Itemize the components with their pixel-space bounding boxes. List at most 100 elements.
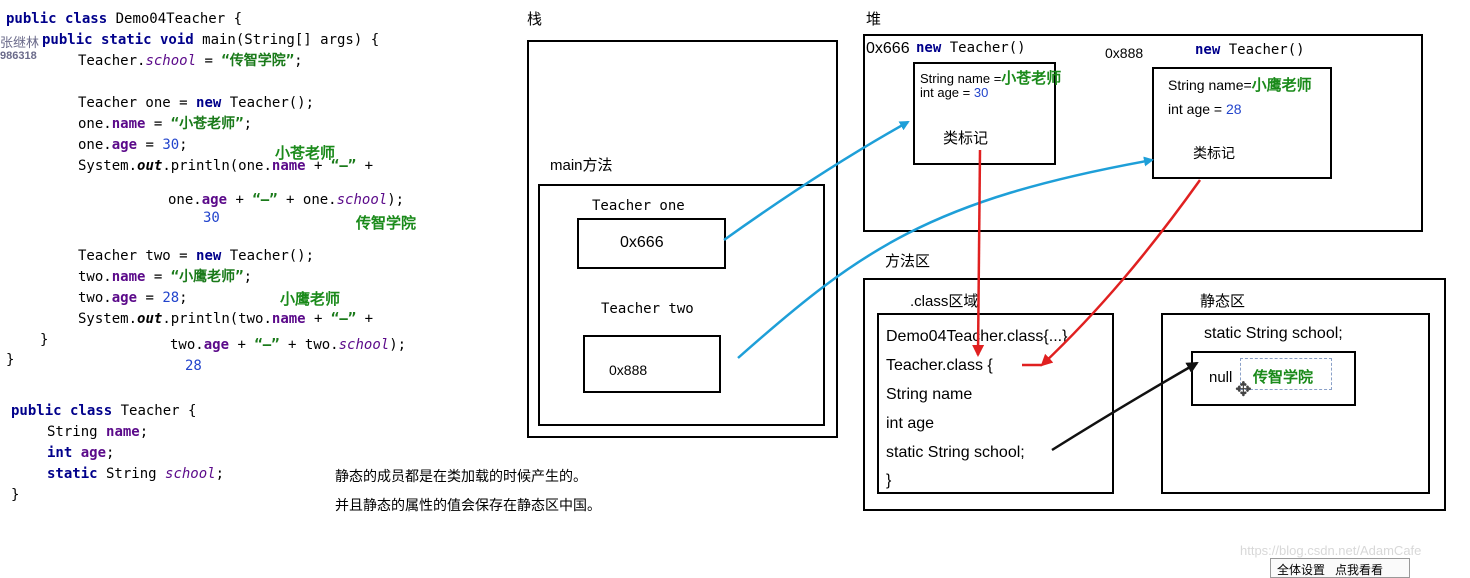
code-text: ; (139, 424, 149, 440)
static-field: school (336, 192, 388, 208)
keyword: int (47, 445, 73, 461)
method-area-title: 方法区 (885, 253, 931, 270)
field: name (271, 311, 306, 327)
code-line-println-two: System.out.println(two.name + “—” + (78, 309, 373, 329)
code-text: main(String[] args) { (193, 32, 380, 48)
class-line-close: } (886, 472, 892, 489)
code-line-println-two-cont: two.age + “—” + two.school); (170, 335, 406, 355)
code-line-println-one-cont: one.age + “—” + one.school); (168, 190, 404, 210)
heap-title: 堆 (866, 11, 882, 28)
field-value: 小鹰老师 (1251, 77, 1312, 94)
obj2-age-field: int age = 28 (1168, 101, 1242, 117)
selection-frame[interactable] (1240, 358, 1332, 390)
code-text: .println(two. (162, 311, 272, 327)
output-one-school: 传智学院 (356, 215, 417, 232)
string-literal: “传智学院” (221, 53, 295, 69)
settings-popup-button[interactable]: 全体设置 点我看看 (1270, 558, 1410, 578)
code-text: Teacher two = (78, 248, 197, 264)
static-field: school (145, 53, 197, 69)
code-text: = (145, 116, 171, 132)
code-text: Teacher(); (221, 95, 315, 111)
code-line-two-age: two.age = 28; (78, 288, 188, 308)
field-value: 30 (973, 85, 989, 100)
field-text: String name= (1168, 77, 1252, 93)
code-text: ; (243, 269, 253, 285)
code-text: String (47, 424, 107, 440)
field-value: 28 (1226, 101, 1242, 117)
note-line-1: 静态的成员都是在类加载的时候产生的。 (335, 468, 587, 484)
code-line-new-two: Teacher two = new Teacher(); (78, 246, 314, 266)
obj1-class-mark: 类标记 (943, 130, 989, 147)
string-literal: “小苍老师” (170, 116, 244, 132)
code-line-one-name: one.name = “小苍老师”; (78, 114, 252, 134)
keyword: public class (6, 11, 108, 27)
static-null: null (1209, 369, 1233, 386)
field: age (203, 337, 230, 353)
code-text: two. (78, 269, 112, 285)
code-line-one-age: one.age = 30; (78, 135, 188, 155)
code-line-static-assign: Teacher.school = “传智学院”; (78, 51, 303, 71)
output-one-name: 小苍老师 (275, 145, 336, 162)
var-two-label: Teacher two (601, 301, 694, 317)
code-text: System. (78, 311, 138, 327)
field: name (111, 269, 146, 285)
code-line-class-decl: public class Demo04Teacher { (6, 9, 242, 29)
string-literal: “—” (330, 158, 357, 174)
string-literal: “小鹰老师” (170, 269, 244, 285)
static-value: 传智学院 (1253, 369, 1314, 386)
var-one-box (577, 218, 726, 269)
watermark-name: 张继林 (0, 35, 40, 50)
code-text: two. (170, 337, 204, 353)
class-area-label: .class区域 (910, 293, 979, 310)
code-text: ); (387, 192, 405, 208)
keyword: new (196, 95, 222, 111)
code-text: ; (179, 137, 188, 153)
field-text: int age = (1168, 101, 1226, 117)
field: age (80, 445, 107, 461)
keyword: new (916, 40, 942, 56)
code-text: Teacher. (78, 53, 146, 69)
field-value: 小苍老师 (1001, 70, 1062, 87)
code-line-field-name: String name; (47, 422, 148, 442)
code-text: + (305, 311, 331, 327)
var-one-value: 0x666 (620, 234, 664, 251)
field: age (201, 192, 228, 208)
code-text: ; (294, 53, 303, 69)
code-text: ; (243, 116, 253, 132)
code-close-inner: } (40, 332, 49, 348)
code-text: = (137, 290, 163, 306)
class-line-age: int age (886, 415, 935, 432)
code-line-new-one: Teacher one = new Teacher(); (78, 93, 314, 113)
output-one-age: 30 (203, 210, 220, 226)
code-text: two. (78, 290, 112, 306)
obj2-name-field: String name=小鹰老师 (1168, 74, 1312, 95)
watermark-num: 986318 (0, 50, 37, 62)
blog-watermark: https://blog.csdn.net/AdamCafe (1240, 543, 1422, 558)
code-text: ; (215, 466, 225, 482)
static-field: out (137, 158, 163, 174)
keyword: public class (11, 403, 113, 419)
heap-addr-1: 0x666 (866, 40, 910, 57)
code-text: + (356, 311, 374, 327)
var-two-box (583, 335, 721, 393)
string-literal: “—” (252, 192, 278, 208)
class-line-school: static String school; (886, 444, 1025, 461)
code-text: one. (168, 192, 202, 208)
heap-ctor-1: new Teacher() (916, 40, 1026, 56)
heap-addr-2: 0x888 (1105, 45, 1144, 61)
code-text: String (97, 466, 166, 482)
main-method-label: main方法 (550, 157, 613, 174)
field: age (111, 137, 138, 153)
string-literal: “—” (330, 311, 357, 327)
class-line-teacher: Teacher.class { (886, 357, 993, 374)
code-text: Teacher one = (78, 95, 197, 111)
code-text: Demo04Teacher { (107, 11, 243, 27)
code-text: + (229, 337, 255, 353)
code-close-teacher: } (11, 487, 20, 503)
keyword: public static void (42, 32, 194, 48)
code-line-main: public static void main(String[] args) { (42, 30, 379, 50)
code-text: = (137, 137, 163, 153)
keyword: new (1195, 42, 1221, 58)
code-line-println-one: System.out.println(one.name + “—” + (78, 156, 373, 176)
obj2-class-mark: 类标记 (1193, 145, 1235, 161)
